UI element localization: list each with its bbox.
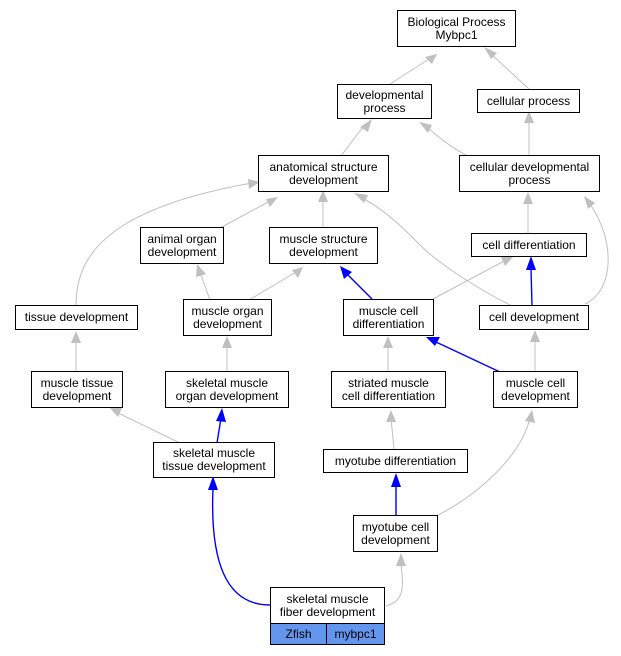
node-animal-organ-development[interactable]: animal organ development xyxy=(140,227,224,264)
edge-muscelldev-muscelldiff xyxy=(435,341,501,373)
edge-celldev-celldevproc xyxy=(584,203,609,305)
node-striated-muscle-cell-differentiation[interactable]: striated muscle cell differentiation xyxy=(331,371,446,408)
arrow-musorgan-musstruct xyxy=(292,267,303,278)
arrow-celldev-celldiff xyxy=(526,256,536,270)
edge-muscelldiff-celldiff xyxy=(432,259,507,300)
arrow-skelfiber-myocelldev xyxy=(396,553,406,566)
edge-celldev-anat xyxy=(361,197,513,307)
arrow-musstruct-anat xyxy=(318,190,328,202)
arrow-myodiff-striated xyxy=(386,410,396,422)
node-developmental-process[interactable]: developmental process xyxy=(337,84,432,119)
node-skeletal-muscle-fiber-development[interactable]: skeletal muscle fiber development xyxy=(270,587,385,624)
arrow-muscelldev-celldev xyxy=(530,330,540,342)
node-anatomical-structure-development[interactable]: anatomical structure development xyxy=(258,155,389,192)
edge-celldev-celldiff xyxy=(530,267,533,307)
node-cell-development[interactable]: cell development xyxy=(479,305,589,330)
edge-myodiff-striated xyxy=(390,417,395,450)
node-skeletal-muscle-tissue-development[interactable]: skeletal muscle tissue development xyxy=(153,442,275,478)
edge-animal-anat xyxy=(219,200,271,229)
node-muscle-structure-development[interactable]: muscle structure development xyxy=(269,227,378,264)
edge-musorgan-musstruct xyxy=(248,271,297,301)
edge-skelfiber-skeltissue xyxy=(211,487,271,606)
edge-musorgan-animal xyxy=(199,271,211,301)
arrow-celldiff-celldevproc xyxy=(523,192,533,204)
arrow-skelfiber-skeltissue xyxy=(208,476,218,490)
arrow-celldev-anat xyxy=(354,193,368,203)
arrow-muscelldev-muscelldiff xyxy=(426,337,440,346)
node-tissue-development[interactable]: tissue development xyxy=(15,305,138,330)
arrow-celldevproc-dev xyxy=(419,122,432,133)
arrow-striated-muscelldiff xyxy=(383,336,393,348)
edge-anat-dev xyxy=(340,126,364,157)
edge-skeltissue-skelorgan xyxy=(216,417,222,444)
arrow-musorgan-animal xyxy=(196,264,206,277)
edge-myocelldev-muscelldev xyxy=(435,417,531,517)
arrow-cell-bio xyxy=(484,47,497,59)
arrow-skeltissue-mustissue xyxy=(109,407,122,417)
species-tag: Zfish xyxy=(270,623,327,645)
arrow-muscelldiff-celldiff xyxy=(501,256,514,266)
edge-skelfiber-myocelldev xyxy=(385,562,403,607)
arrow-myocelldev-muscelldev xyxy=(525,410,535,423)
arrow-anat-dev xyxy=(360,119,372,132)
arrow-tissue-anat xyxy=(248,179,260,189)
edge-muscelldiff-musstruct xyxy=(346,273,373,300)
arrow-muscelldiff-musstruct xyxy=(340,266,352,279)
arrow-mustissue-tissue xyxy=(71,331,81,343)
arrow-dev-bio xyxy=(425,54,437,64)
arrow-celldev-celldevproc xyxy=(584,196,595,209)
arrow-celldevproc-cell xyxy=(524,111,534,123)
node-muscle-tissue-development[interactable]: muscle tissue development xyxy=(31,371,123,408)
node-myotube-differentiation[interactable]: myotube differentiation xyxy=(323,449,468,473)
node-cellular-developmental-process[interactable]: cellular developmental process xyxy=(459,155,600,192)
edge-tissue-anat xyxy=(75,182,253,307)
gene-tag: mybpc1 xyxy=(326,623,385,645)
edge-celldevproc-dev xyxy=(426,126,467,156)
arrow-skelorgan-musorgan xyxy=(222,336,232,348)
node-skeletal-muscle-organ-development[interactable]: skeletal muscle organ development xyxy=(165,371,289,408)
edge-cell-bio xyxy=(490,53,530,90)
node-cell-differentiation[interactable]: cell differentiation xyxy=(471,233,587,257)
node-myotube-cell-development[interactable]: myotube cell development xyxy=(353,515,438,552)
node-muscle-cell-development[interactable]: muscle cell development xyxy=(493,371,578,408)
node-muscle-organ-development[interactable]: muscle organ development xyxy=(183,299,272,336)
arrow-animal-anat xyxy=(266,197,278,207)
node-muscle-cell-differentiation[interactable]: muscle cell differentiation xyxy=(343,299,434,336)
arrow-skeltissue-skelorgan xyxy=(216,408,226,422)
arrow-myocelldev-myodiff xyxy=(391,473,401,487)
edge-skeltissue-mustissue xyxy=(115,411,181,444)
node-cellular-process[interactable]: cellular process xyxy=(477,89,580,113)
node-biological-process[interactable]: Biological Process Mybpc1 xyxy=(397,10,516,47)
